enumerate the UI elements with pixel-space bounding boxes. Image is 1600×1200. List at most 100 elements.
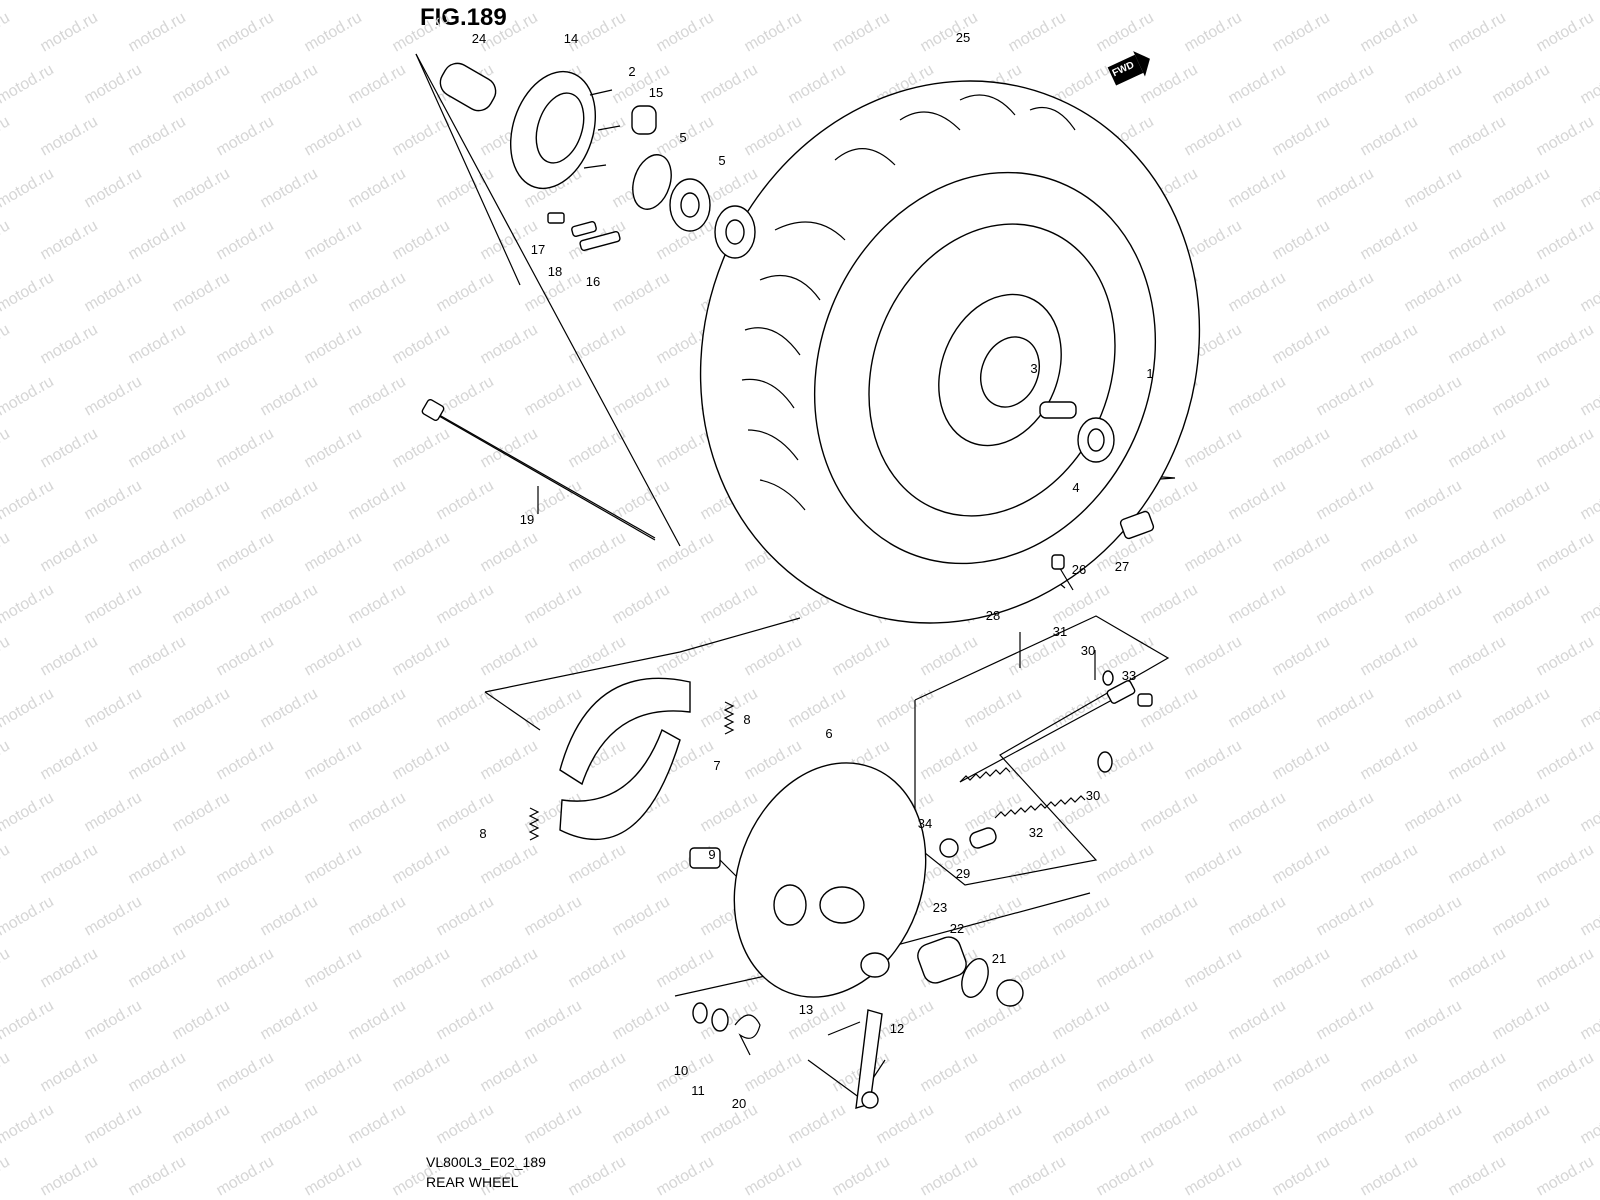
watermark-text: motod.ru [1578, 373, 1600, 419]
watermark-text: motod.ru [390, 425, 453, 471]
watermark-text: motod.ru [610, 373, 673, 419]
watermark-text: motod.ru [1226, 685, 1289, 731]
watermark-text: motod.ru [346, 581, 409, 627]
watermark-text: motod.ru [962, 0, 1025, 3]
watermark-text: motod.ru [1490, 373, 1553, 419]
watermark-text: motod.ru [566, 1153, 629, 1199]
leader-lines [415, 53, 1176, 1099]
watermark-text: motod.ru [1182, 529, 1245, 575]
watermark-text: motod.ru [346, 893, 409, 939]
watermark-text: motod.ru [1578, 477, 1600, 523]
watermark-text: motod.ru [610, 0, 673, 3]
watermark-text: motod.ru [38, 841, 101, 887]
callout-label: 13 [799, 1002, 813, 1017]
callout-label: 34 [918, 816, 932, 831]
watermark-text: motod.ru [478, 1049, 541, 1095]
watermark-text: motod.ru [654, 9, 717, 55]
watermark-text: motod.ru [82, 269, 145, 315]
callout-label: 7 [713, 758, 720, 773]
watermark-text: motod.ru [214, 425, 277, 471]
callout-label: 17 [531, 242, 545, 257]
watermark-text: motod.ru [522, 997, 585, 1043]
watermark-text: motod.ru [258, 477, 321, 523]
watermark-text: motod.ru [214, 529, 277, 575]
watermark-text: motod.ru [1050, 1101, 1113, 1147]
watermark-text: motod.ru [1358, 9, 1421, 55]
watermark-text: motod.ru [0, 165, 57, 211]
watermark-text: motod.ru [1094, 1153, 1157, 1199]
watermark-text: motod.ru [918, 633, 981, 679]
watermark-text: motod.ru [1402, 581, 1465, 627]
watermark-text: motod.ru [1490, 165, 1553, 211]
watermark-text: motod.ru [214, 737, 277, 783]
watermark-text: motod.ru [258, 165, 321, 211]
callout-label: 30 [1081, 643, 1095, 658]
watermark-text: motod.ru [82, 61, 145, 107]
watermark-text: motod.ru [1182, 737, 1245, 783]
watermark-text: motod.ru [786, 997, 849, 1043]
watermark-text: motod.ru [566, 841, 629, 887]
watermark-text: motod.ru [1402, 269, 1465, 315]
watermark-text: motod.ru [610, 893, 673, 939]
watermark-text: motod.ru [302, 113, 365, 159]
washer-11 [711, 1008, 729, 1032]
watermark-text: motod.ru [962, 685, 1025, 731]
watermark-text: motod.ru [1578, 0, 1600, 3]
spacer-3 [1039, 401, 1077, 419]
watermark-text: motod.ru [82, 789, 145, 835]
watermark-text: motod.ru [170, 685, 233, 731]
watermark-text: motod.ru [214, 945, 277, 991]
watermark-text: motod.ru [830, 9, 893, 55]
spring-8-upper [723, 701, 735, 735]
camshaft-9 [689, 847, 741, 881]
watermark-text: motod.ru [1138, 0, 1201, 3]
watermark-text: motod.ru [1226, 893, 1289, 939]
watermark-text: motod.ru [390, 217, 453, 263]
watermark-text: motod.ru [874, 0, 937, 3]
watermark-text: motod.ru [962, 789, 1025, 835]
watermark-text: motod.ru [434, 789, 497, 835]
callout-label: 1 [1146, 366, 1153, 381]
watermark-text: motod.ru [698, 581, 761, 627]
bearing-5a [669, 178, 711, 232]
watermark-text: motod.ru [742, 113, 805, 159]
watermark-text: motod.ru [1358, 1049, 1421, 1095]
watermark-text: motod.ru [1402, 685, 1465, 731]
watermark-text: motod.ru [1358, 633, 1421, 679]
watermark-text: motod.ru [346, 1101, 409, 1147]
watermark-text: motod.ru [434, 581, 497, 627]
watermark-text: motod.ru [654, 1153, 717, 1199]
spring-32 [994, 795, 1086, 819]
callout-label: 33 [1122, 668, 1136, 683]
watermark-text: motod.ru [0, 633, 13, 679]
watermark-text: motod.ru [1490, 997, 1553, 1043]
watermark-text: motod.ru [478, 9, 541, 55]
watermark-text: motod.ru [82, 997, 145, 1043]
washer-30-upper [1102, 670, 1114, 686]
watermark-text: motod.ru [1050, 893, 1113, 939]
watermark-text: motod.ru [522, 1101, 585, 1147]
watermark-text: motod.ru [654, 633, 717, 679]
watermark-text: motod.ru [478, 737, 541, 783]
watermark-text: motod.ru [434, 477, 497, 523]
watermark-text: motod.ru [1358, 113, 1421, 159]
watermark-text: motod.ru [1358, 1153, 1421, 1199]
watermark-text: motod.ru [742, 1049, 805, 1095]
watermark-text: motod.ru [1490, 1101, 1553, 1147]
watermark-text: motod.ru [1006, 737, 1069, 783]
watermark-text: motod.ru [390, 529, 453, 575]
watermark-text: motod.ru [1534, 945, 1597, 991]
ring-10 [692, 1002, 708, 1024]
watermark-text: motod.ru [0, 893, 57, 939]
watermark-text: motod.ru [346, 269, 409, 315]
watermark-text: motod.ru [566, 321, 629, 367]
watermark-text: motod.ru [478, 529, 541, 575]
watermark-text: motod.ru [1578, 789, 1600, 835]
watermark-text: motod.ru [1534, 841, 1597, 887]
lock-plate-16 [579, 230, 621, 252]
watermark-text: motod.ru [0, 685, 57, 731]
watermark-text: motod.ru [1314, 581, 1377, 627]
watermark-text: motod.ru [38, 217, 101, 263]
watermark-text: motod.ru [1490, 685, 1553, 731]
watermark-text: motod.ru [786, 685, 849, 731]
